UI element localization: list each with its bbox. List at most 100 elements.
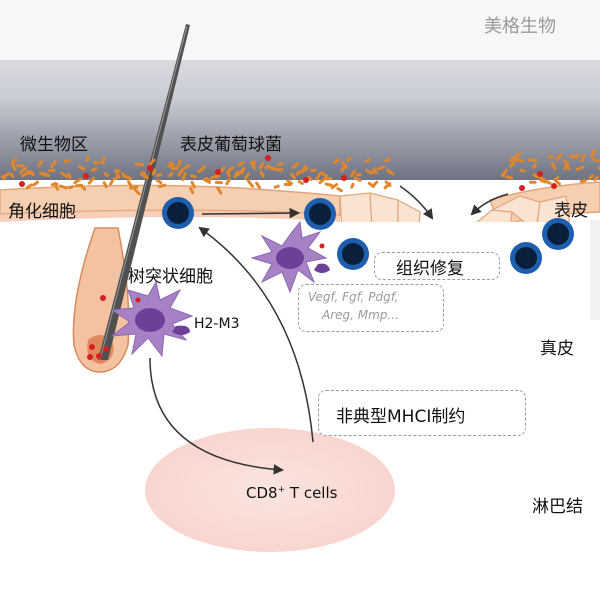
bacterium <box>307 175 313 181</box>
bacterium <box>103 172 110 177</box>
bacterium <box>372 180 379 187</box>
bacterium <box>504 175 514 180</box>
bacterium <box>384 157 392 163</box>
label-cd8-suffix: T cells <box>285 484 338 502</box>
bacterium <box>276 168 284 172</box>
bacterium <box>151 168 157 176</box>
bacterium <box>270 167 279 171</box>
bacterium <box>133 188 141 196</box>
t-cell-keratinocyte-middle <box>304 198 336 230</box>
bacterium <box>37 160 43 168</box>
bacterium <box>346 156 352 162</box>
bacterium <box>87 176 95 185</box>
arrow-tcell-up-to-skin <box>198 226 314 443</box>
bacterium <box>93 161 101 165</box>
bacterium <box>190 180 196 189</box>
bacterium <box>591 157 600 163</box>
bacterium <box>90 167 98 173</box>
bacterium <box>189 187 195 195</box>
bacterium <box>58 184 68 190</box>
mhc-restriction-box <box>318 390 526 436</box>
bacterium <box>318 176 327 185</box>
t-cell-wound-right <box>510 242 542 274</box>
bacterium <box>527 158 538 162</box>
bacterium <box>16 164 25 168</box>
bacterium <box>553 178 561 186</box>
label-dermis: 真皮 <box>540 339 574 359</box>
bacterium <box>225 178 231 186</box>
bacterium-red <box>19 181 25 187</box>
bacterium <box>183 163 191 170</box>
bacterium <box>200 165 207 172</box>
arrows <box>149 185 509 475</box>
bacterium <box>19 166 28 174</box>
bacterium-red <box>341 175 347 181</box>
bacterium <box>547 154 554 159</box>
label-cd8-sup: + <box>277 485 286 495</box>
bacterium <box>259 170 265 178</box>
bacterium <box>30 170 35 177</box>
bacterium <box>276 161 284 167</box>
bacterium <box>350 182 355 189</box>
label-keratinocyte: 角化细胞 <box>8 202 76 222</box>
label-lymph-node: 淋巴结 <box>532 497 583 517</box>
label-dendritic-cell: 树突状细胞 <box>128 267 213 287</box>
label-tissue-repair: 组织修复 <box>396 259 464 279</box>
bacterium <box>353 176 362 182</box>
bacterium <box>509 161 516 168</box>
bacterium <box>168 161 175 167</box>
t-cell-epidermis-right <box>542 218 574 250</box>
label-cd8-prefix: CD8 <box>246 484 278 502</box>
bacterium <box>289 172 296 180</box>
lymph-node <box>145 428 395 552</box>
bacterium <box>158 183 167 188</box>
bacterium <box>244 172 250 180</box>
bacterium-red <box>537 171 543 177</box>
bacterium <box>302 167 309 171</box>
bacterium <box>273 184 280 189</box>
bacterium <box>202 177 211 184</box>
bacterium <box>529 180 537 184</box>
bacterium <box>575 165 585 171</box>
bacterium <box>214 180 223 185</box>
bacterium <box>341 160 348 169</box>
bacterium <box>109 179 114 186</box>
bacterium <box>177 168 185 177</box>
bacterium <box>562 159 569 165</box>
bacterium <box>8 172 15 178</box>
bacterium <box>258 161 265 170</box>
bacterium <box>555 153 563 162</box>
bacterium <box>543 179 552 185</box>
bacterium <box>123 174 133 181</box>
bacterium <box>336 187 343 193</box>
bacterium <box>376 165 386 171</box>
bacterium <box>500 168 508 178</box>
staphylococcus-bacteria-layer <box>0 148 600 196</box>
growth-factors-box <box>298 284 444 332</box>
bacterium <box>326 177 333 181</box>
label-epidermis: 表皮 <box>554 201 588 221</box>
bacterium <box>53 181 60 191</box>
label-staphylococcus: 表皮葡萄球菌 <box>180 135 282 155</box>
bacterium <box>564 163 571 171</box>
bacterium <box>324 182 333 187</box>
label-microbe-zone: 微生物区 <box>20 135 88 155</box>
bacterium <box>21 171 29 178</box>
bacterium <box>255 181 261 190</box>
bacterium <box>532 163 538 169</box>
bacterium <box>216 186 223 195</box>
label-factors-line1: Vegf, Fgf, Pdgf, <box>308 290 399 304</box>
bacterium-red <box>519 185 525 191</box>
bacterium <box>332 158 340 165</box>
bacterium-red <box>83 173 89 179</box>
tissue-repair-box <box>374 252 500 280</box>
bacterium <box>73 177 82 185</box>
bacterium <box>386 168 395 176</box>
bacterium <box>590 148 597 158</box>
bacterium <box>63 158 71 164</box>
dendritic-cell-upper <box>250 220 330 294</box>
bacterium <box>295 169 302 176</box>
bacterium <box>349 169 357 178</box>
label-factors-line2: Areg, Mmp... <box>322 308 399 322</box>
bacterium <box>67 172 72 179</box>
